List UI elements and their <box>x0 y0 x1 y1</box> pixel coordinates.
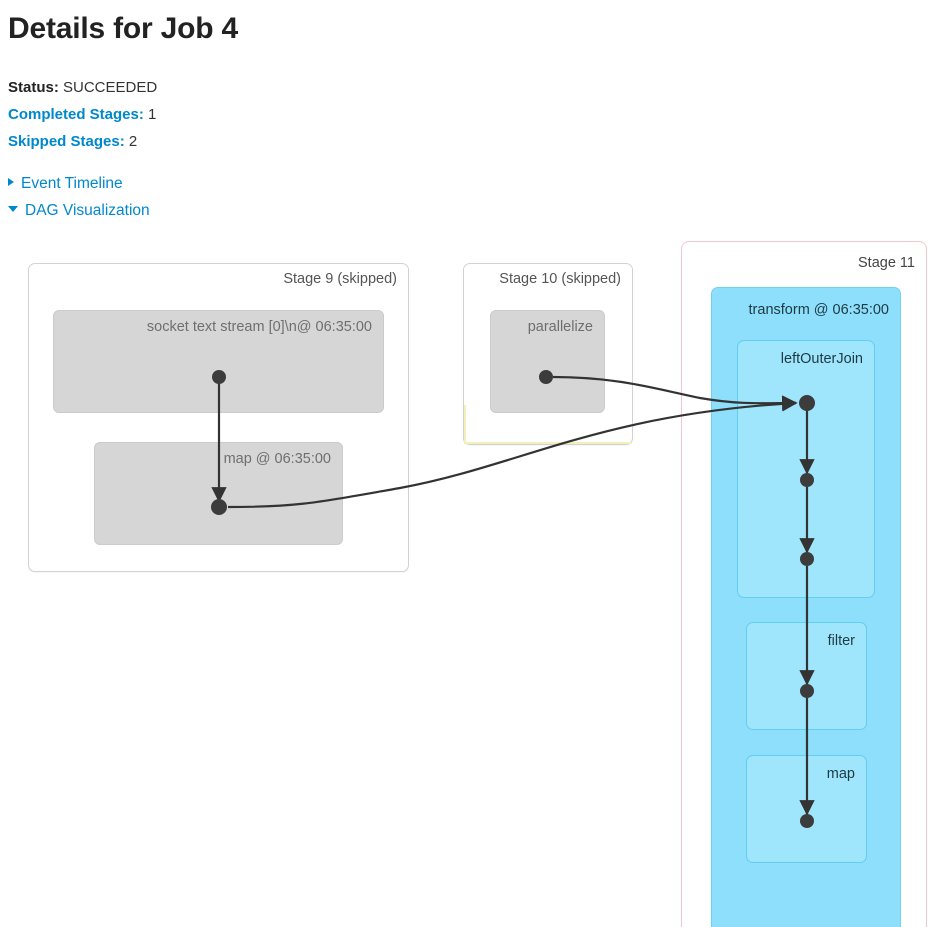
node-map-1[interactable] <box>211 499 227 515</box>
scope-filter-label: filter <box>827 633 855 649</box>
completed-stages-label[interactable]: Completed Stages: <box>8 106 144 123</box>
toggle-event-timeline-label: Event Timeline <box>21 175 123 192</box>
completed-stages-row: Completed Stages: 1 <box>8 101 157 128</box>
page-title: Details for Job 4 <box>8 12 238 45</box>
completed-stages-value: 1 <box>148 106 157 123</box>
status-value: SUCCEEDED <box>63 79 158 96</box>
node-parallelize[interactable] <box>539 370 553 384</box>
status-row: Status: SUCCEEDED <box>8 74 157 101</box>
skipped-stages-label[interactable]: Skipped Stages: <box>8 133 125 150</box>
toggle-dag-visualization-label: DAG Visualization <box>25 202 150 219</box>
rdd-socket-text-stream-label: socket text stream [0]\n@ 06:35:00 <box>146 319 372 335</box>
rdd-parallelize[interactable]: parallelize <box>490 310 605 413</box>
stage-cluster-10-label: Stage 10 (skipped) <box>499 271 621 287</box>
node-map-2[interactable] <box>800 814 814 828</box>
node-filter[interactable] <box>800 684 814 698</box>
toggle-dag-visualization[interactable]: DAG Visualization <box>8 197 150 224</box>
scope-map-label: map <box>826 766 855 782</box>
section-toggles: Event Timeline DAG Visualization <box>8 170 150 224</box>
chevron-down-icon <box>8 206 18 212</box>
chevron-right-icon <box>8 178 14 186</box>
dag-edges-layer <box>211 370 815 828</box>
toggle-event-timeline[interactable]: Event Timeline <box>8 170 150 197</box>
dag-node-group <box>211 370 815 828</box>
scope-left-outer-join-label: leftOuterJoin <box>780 351 863 367</box>
stage-cluster-10-highlight <box>464 405 466 444</box>
stage-cluster-9-label: Stage 9 (skipped) <box>283 271 397 287</box>
stage-cluster-11-label: Stage 11 <box>858 255 915 271</box>
node-left-outer-join-mid[interactable] <box>800 473 814 487</box>
node-socket-text-stream[interactable] <box>212 370 226 384</box>
skipped-stages-value: 2 <box>128 133 138 150</box>
status-label: Status: <box>8 79 59 96</box>
skipped-stages-row: Skipped Stages: 2 <box>8 128 157 155</box>
scope-transform-label: transform @ 06:35:00 <box>748 302 889 318</box>
rdd-map-1-label: map @ 06:35:00 <box>223 451 331 467</box>
job-summary: Status: SUCCEEDED Completed Stages: 1 Sk… <box>8 74 157 155</box>
node-left-outer-join-out[interactable] <box>800 552 814 566</box>
node-left-outer-join-in[interactable] <box>799 395 815 411</box>
stage-cluster-10-highlight-bottom <box>464 442 632 444</box>
dag-visualization[interactable]: Stage 9 (skipped) socket text stream [0]… <box>0 230 940 927</box>
dag-edge-group <box>211 375 815 816</box>
edge-parallelize-to-join <box>552 375 798 411</box>
edge-map-to-join <box>227 396 798 509</box>
rdd-parallelize-label: parallelize <box>527 319 593 335</box>
